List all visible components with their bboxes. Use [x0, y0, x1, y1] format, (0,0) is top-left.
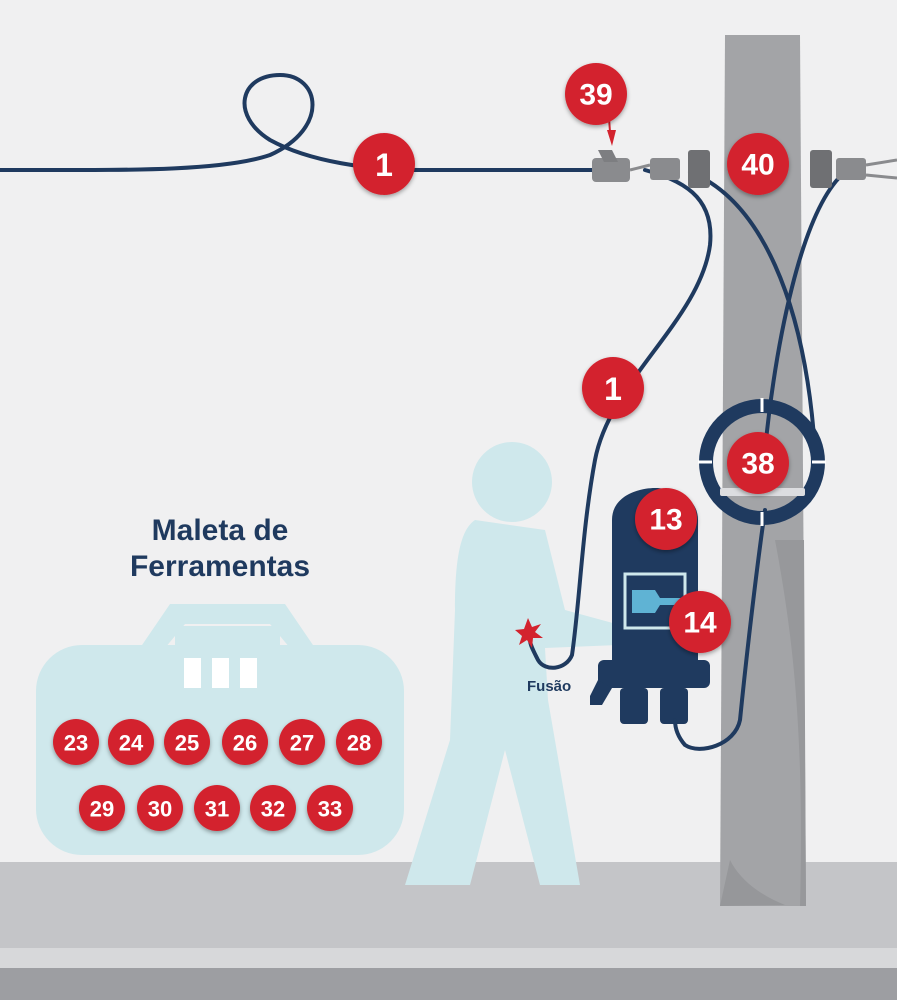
- tool-badge: 23: [53, 719, 99, 765]
- badge-cable-top: 1: [353, 133, 415, 195]
- tool-badge-text: 23: [64, 731, 88, 756]
- suspension-hardware-left: [650, 150, 710, 188]
- pointer-arrow: [607, 130, 616, 146]
- main-cable-with-loop: [0, 72, 602, 173]
- badge-closure-top-text: 13: [649, 504, 682, 537]
- road: [0, 968, 897, 1000]
- tool-badge-text: 31: [205, 797, 229, 822]
- badge-cable-top-text: 1: [375, 147, 393, 183]
- tool-badge-text: 27: [290, 731, 314, 756]
- tool-badge-text: 28: [347, 731, 371, 756]
- tool-badge-text: 29: [90, 797, 114, 822]
- tool-badge: 26: [222, 719, 268, 765]
- tool-badge: 27: [279, 719, 325, 765]
- closure-connector-icon: [632, 590, 684, 613]
- tool-badge: 33: [307, 785, 353, 831]
- reserve-loop-ring: [698, 398, 826, 526]
- toolbox-latch: [212, 658, 229, 688]
- badge-anchor-clamp-text: 39: [579, 79, 612, 112]
- tool-badge-text: 30: [148, 797, 172, 822]
- badge-closure-mid-text: 14: [683, 607, 717, 640]
- tool-badge: 31: [194, 785, 240, 831]
- tool-badge: 30: [137, 785, 183, 831]
- anchor-clamp: [592, 150, 651, 182]
- tool-badge: 24: [108, 719, 154, 765]
- fusion-spark-icon: [515, 618, 543, 648]
- tool-badge: 29: [79, 785, 125, 831]
- tool-badge: 25: [164, 719, 210, 765]
- toolbox-latch: [240, 658, 257, 688]
- technician-body: [405, 520, 620, 885]
- toolbox-title-line2: Ferramentas: [130, 550, 310, 583]
- badge-reserve-loop-text: 38: [741, 448, 774, 481]
- badge-reserve-loop: 38: [727, 432, 789, 494]
- tool-badge-text: 33: [318, 797, 342, 822]
- tool-badge: 32: [250, 785, 296, 831]
- tool-badge-text: 26: [233, 731, 257, 756]
- badge-cable-down-text: 1: [604, 371, 622, 407]
- toolbox-title-line1: Maleta de: [152, 514, 289, 547]
- tool-badge: 28: [336, 719, 382, 765]
- badge-closure-top: 13: [635, 488, 697, 550]
- badge-anchor-clamp: 39: [565, 63, 627, 125]
- badge-suspension-clamp: 40: [727, 133, 789, 195]
- drop-cable-to-fusion: [528, 168, 713, 670]
- tool-badge-text: 25: [175, 731, 199, 756]
- reserve-cable-right: [688, 170, 817, 452]
- fusion-label: Fusão: [527, 678, 571, 695]
- badge-closure-mid: 14: [669, 591, 731, 653]
- technician-figure: [405, 442, 620, 885]
- technician-head: [472, 442, 552, 522]
- cable-to-closure: [673, 508, 767, 751]
- tool-badge-text: 32: [261, 797, 285, 822]
- badge-suspension-clamp-text: 40: [741, 149, 774, 182]
- tool-badge-text: 24: [119, 731, 144, 756]
- suspension-hardware-right: [810, 150, 897, 188]
- sidewalk-edge: [0, 948, 897, 968]
- toolbox-latch: [184, 658, 201, 688]
- badge-cable-down: 1: [582, 357, 644, 419]
